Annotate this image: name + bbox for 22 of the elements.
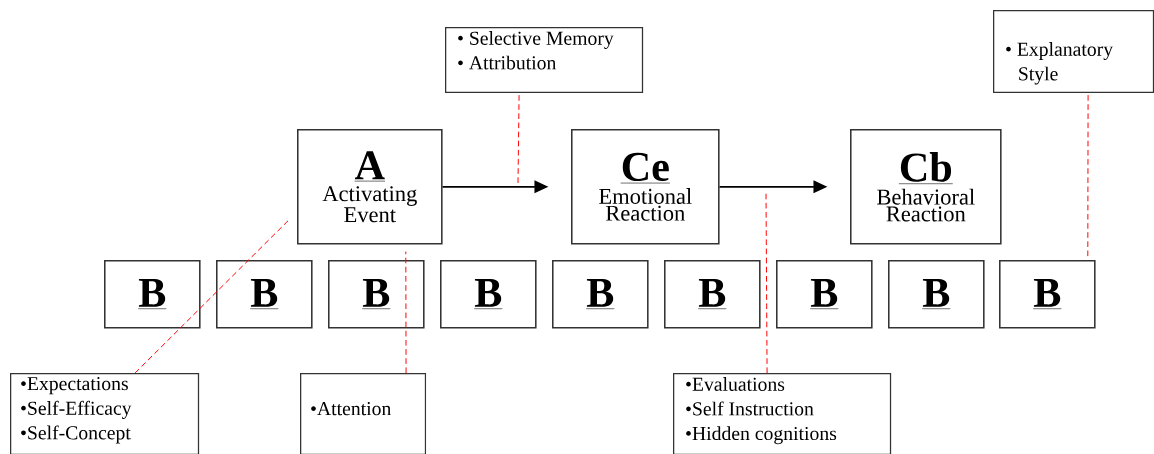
letter-box: B xyxy=(440,260,537,329)
bullet-list-box: •Expectations •Self-Efficacy •Self-Concept xyxy=(10,373,200,454)
leader-line xyxy=(134,218,291,374)
bullet-list-box: • Selective Memory • Attribution xyxy=(445,27,644,94)
bullet-list-box: •Evaluations •Self Instruction •Hidden cognitions xyxy=(673,373,892,454)
stage-box: Ce Emotional Reaction xyxy=(571,129,720,245)
letter-box: B xyxy=(776,260,873,329)
letter-box: B xyxy=(216,260,313,329)
letter-box: B xyxy=(888,260,985,329)
letter-box: B xyxy=(999,260,1096,329)
leader-line xyxy=(405,251,407,374)
letter-box: B xyxy=(664,260,761,329)
letter-box: B xyxy=(328,260,425,329)
leader-line xyxy=(517,94,520,184)
stage-box: A Activating Event xyxy=(297,129,443,245)
letter-box: B xyxy=(104,260,201,329)
leader-line xyxy=(765,192,768,374)
stage-box: Cb Behavioral Reaction xyxy=(850,129,1002,245)
leader-line xyxy=(1087,94,1089,259)
bullet-list-box: • Explanatory Style xyxy=(993,10,1154,94)
letter-box: B xyxy=(552,260,649,329)
bullet-list-box: •Attention xyxy=(300,373,427,454)
